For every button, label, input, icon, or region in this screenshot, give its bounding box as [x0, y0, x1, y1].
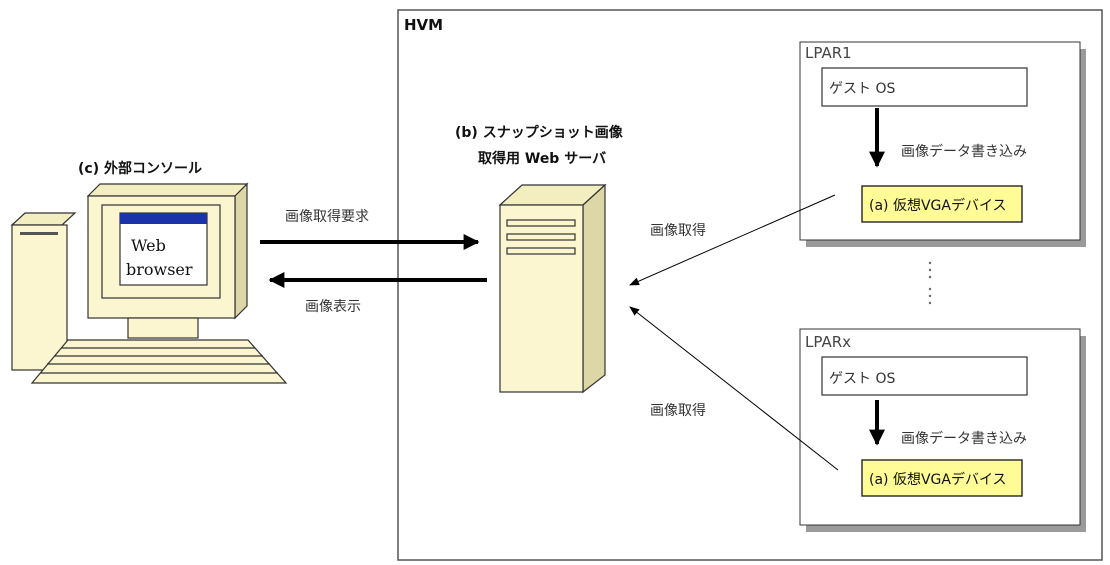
lpar-bottom-device-label: (a) 仮想VGAデバイス	[869, 472, 1007, 488]
display-arrow-label: 画像表示	[305, 299, 361, 315]
hvm-title: HVM	[404, 16, 444, 34]
browser-label-line1: Web	[131, 236, 166, 255]
lpar-top-guest-os: ゲスト OS	[829, 81, 896, 97]
browser-window	[119, 212, 208, 286]
lpar-bottom-device-box	[861, 459, 1023, 497]
acquire-bottom-arrow	[629, 306, 839, 471]
server-title-line2: 取得用 Web サーバ	[478, 151, 607, 167]
lpar-bottom-guest-os-box	[821, 356, 1028, 396]
lpar-top-title: LPAR1	[805, 44, 852, 62]
lpar-bottom-write-label: 画像データ書き込み	[901, 431, 1027, 447]
lpar-top-device-box	[861, 185, 1023, 223]
lpar-bottom-guest-os: ゲスト OS	[829, 371, 896, 387]
console-computer-icon	[10, 182, 288, 384]
server-tower-icon	[498, 183, 607, 394]
lpar-top-box	[799, 41, 1086, 247]
lpar-top-device-label: (a) 仮想VGAデバイス	[869, 198, 1007, 214]
acquire-top-arrow	[629, 194, 836, 286]
browser-titlebar	[120, 213, 207, 224]
request-arrow-label: 画像取得要求	[285, 209, 369, 225]
server-title-line1: (b) スナップショット画像	[455, 125, 623, 141]
console-title: (c) 外部コンソール	[78, 161, 202, 177]
ellipsis-dots	[928, 261, 932, 305]
lpar-top-guest-os-box	[821, 67, 1028, 107]
acquire-top-label: 画像取得	[650, 223, 706, 239]
lpar-bottom-title: LPARx	[805, 333, 852, 351]
lpar-top-write-label: 画像データ書き込み	[901, 144, 1027, 160]
acquire-bottom-label: 画像取得	[650, 403, 706, 419]
lpar-bottom-box	[799, 328, 1086, 532]
browser-label-line2: browser	[126, 260, 193, 279]
